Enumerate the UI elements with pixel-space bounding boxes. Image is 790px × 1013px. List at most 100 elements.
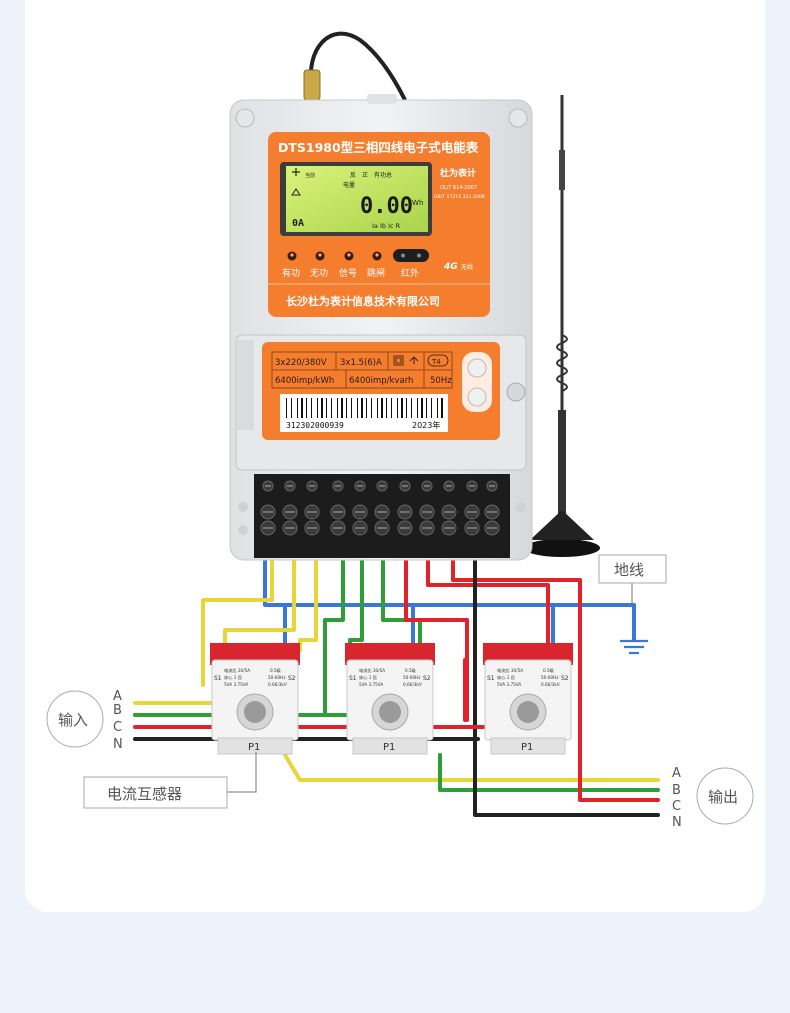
input-label: 输入 [58, 711, 88, 729]
lcd-label-reverse: 反 [350, 171, 356, 179]
neutral-wire [473, 543, 660, 817]
barcode-bar [421, 398, 423, 418]
serial-number: 312302000939 [286, 421, 344, 430]
ct-p1-mark: P1 [521, 742, 533, 753]
lcd-mini-label: 当前 [305, 172, 315, 179]
brand-logo: 杜为表计 [440, 167, 476, 179]
ct-turns: 穿心 1 匝 [359, 674, 377, 681]
ct-turns: 穿心 1 匝 [497, 674, 515, 681]
barcode-bar [391, 398, 392, 418]
ct-terminal-s2: S2 [423, 675, 431, 682]
ct-burden: 5VA 3.75VA [359, 682, 383, 687]
lcd-value: 0.00 [360, 194, 413, 219]
seal-screw-left [235, 108, 255, 128]
ground-label-box [598, 554, 667, 584]
ct-frequency: 50-60Hz [268, 675, 286, 680]
double-insulation-icon [393, 355, 404, 366]
ct-terminal-s2: S2 [288, 675, 296, 682]
barcode-bar [397, 398, 398, 418]
spec-reactive-const: 6400imp/kvarh [349, 376, 413, 386]
page-button-up[interactable] [467, 358, 487, 378]
barcode-bar [361, 398, 363, 418]
output-phase-a: A [672, 766, 681, 781]
output-phase-c: C [672, 799, 681, 814]
antenna-connector [303, 69, 321, 101]
standard-2: GB/T 17215.321-2008 [434, 194, 485, 200]
ct-label: 电流互感器 [107, 785, 182, 803]
phase-b-out [438, 753, 660, 792]
barcode-bar [411, 398, 412, 418]
lcd-unit: kWh [408, 199, 423, 207]
input-phase-n: N [113, 737, 123, 752]
ct-frequency: 50-60Hz [541, 675, 559, 680]
lcd-row-label: 电量 [343, 181, 355, 189]
output-phase-b: B [672, 783, 681, 798]
spec-voltage: 3x220/380V [275, 358, 327, 368]
barcode-bar [366, 398, 367, 418]
energy-meter: DTS1980型三相四线电子式电能表 当前 反 正 有功总 电量 0.00 kW… [229, 94, 533, 561]
barcode [286, 398, 443, 418]
output-phase-n: N [672, 815, 682, 830]
phase-a-wire-1 [201, 558, 274, 687]
terminal-screws [260, 480, 500, 536]
barcode-bar [301, 398, 303, 418]
input-phase-a: A [113, 689, 122, 704]
ground-label: 地线 [614, 561, 644, 579]
barcode-bar [371, 398, 372, 418]
barcode-bar [317, 398, 318, 418]
seal-screw-right [508, 108, 528, 128]
barcode-bar [346, 398, 347, 418]
lcd-label-forward: 正 [362, 172, 368, 179]
phase-b-wire-1 [323, 558, 345, 717]
ct-terminal-s1: S1 [487, 675, 495, 682]
company-name: 长沙杜为表计信息技术有限公司 [286, 294, 440, 308]
barcode-bar [377, 398, 378, 418]
ct-ratio: 电流比 30/5A [497, 667, 523, 674]
barcode-bar [297, 398, 298, 418]
output-badge [696, 767, 754, 825]
barcode-bar [337, 398, 338, 418]
page-button-down[interactable] [467, 387, 487, 407]
ground-symbol [620, 639, 648, 655]
indicator-label-trip: 跳闸 [367, 267, 385, 279]
ct-turns: 穿心 1 匝 [224, 674, 242, 681]
input-badge [46, 690, 104, 748]
network-sub: 无线 [461, 263, 473, 271]
barcode-bar [306, 398, 307, 418]
ct-ratio: 电流比 30/5A [359, 667, 385, 674]
indicator-label-active: 有功 [282, 267, 300, 279]
barcode-bar [426, 398, 427, 418]
phase-c-wire-2 [426, 558, 550, 662]
ct-terminal-s2: S2 [561, 675, 569, 682]
lcd-phases: Ia Ib Ic R [372, 222, 401, 230]
antenna-cable [308, 31, 407, 101]
barcode-bar [341, 398, 343, 418]
barcode-bar [311, 398, 312, 418]
indicator-label-infrared: 红外 [401, 267, 419, 279]
cover-seal-right [506, 382, 526, 402]
ct-insulation: 0.66/3kV [403, 682, 422, 687]
infrared-window [393, 249, 429, 262]
barcode-bar [321, 398, 323, 418]
network-badge: 4G [443, 262, 458, 272]
barcode-bar [286, 398, 287, 418]
lcd-label-active-total: 有功总 [374, 171, 392, 179]
spec-active-const: 6400imp/kWh [275, 376, 334, 386]
ground-wire [263, 558, 636, 642]
spec-class-badge: T4 [431, 358, 441, 366]
indicator-label-signal: 信号 [339, 267, 357, 279]
standard-1: DL/T 614-2007 [440, 185, 477, 191]
barcode-bar [401, 398, 403, 418]
lcd-quadrant-icon [292, 168, 300, 176]
ct-terminal-s1: S1 [349, 675, 357, 682]
barcode-bar [326, 398, 327, 418]
output-label: 输出 [708, 788, 738, 806]
barcode-bar [417, 398, 418, 418]
ct-accuracy: 0.5级 [270, 667, 282, 674]
barcode-bar [357, 398, 358, 418]
ct-p1-mark: P1 [248, 742, 260, 753]
ct-p1-mark: P1 [383, 742, 395, 753]
ct-burden: 5VA 3.75VA [224, 682, 248, 687]
